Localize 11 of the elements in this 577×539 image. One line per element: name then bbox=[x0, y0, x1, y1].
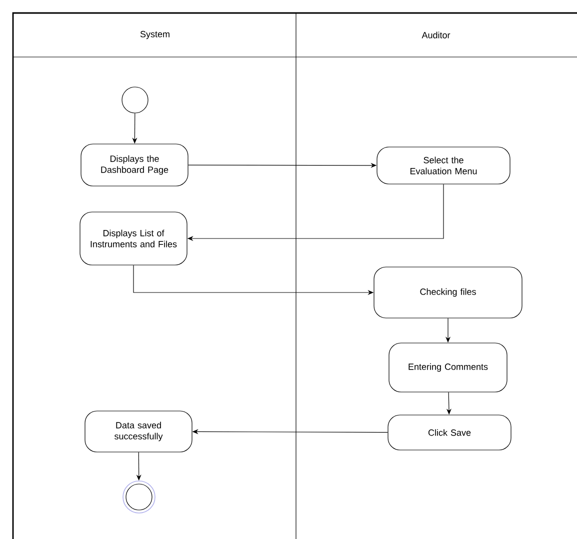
activity-box: Select the Evaluation Menu bbox=[376, 146, 510, 184]
activity-box: Data saved successfully bbox=[84, 410, 192, 452]
lane-heading: Auditor bbox=[422, 32, 450, 38]
activity-box: Displays the Dashboard Page bbox=[80, 144, 188, 186]
activity-box: Displays List of Instruments and Files bbox=[80, 212, 188, 266]
start-circle bbox=[122, 86, 148, 114]
activity-box: Checking files bbox=[374, 266, 522, 318]
activity-box: Click Save bbox=[388, 414, 512, 450]
lane-heading: System bbox=[140, 30, 170, 40]
end-circle bbox=[122, 480, 156, 514]
activity-box: Entering Comments bbox=[388, 342, 508, 392]
